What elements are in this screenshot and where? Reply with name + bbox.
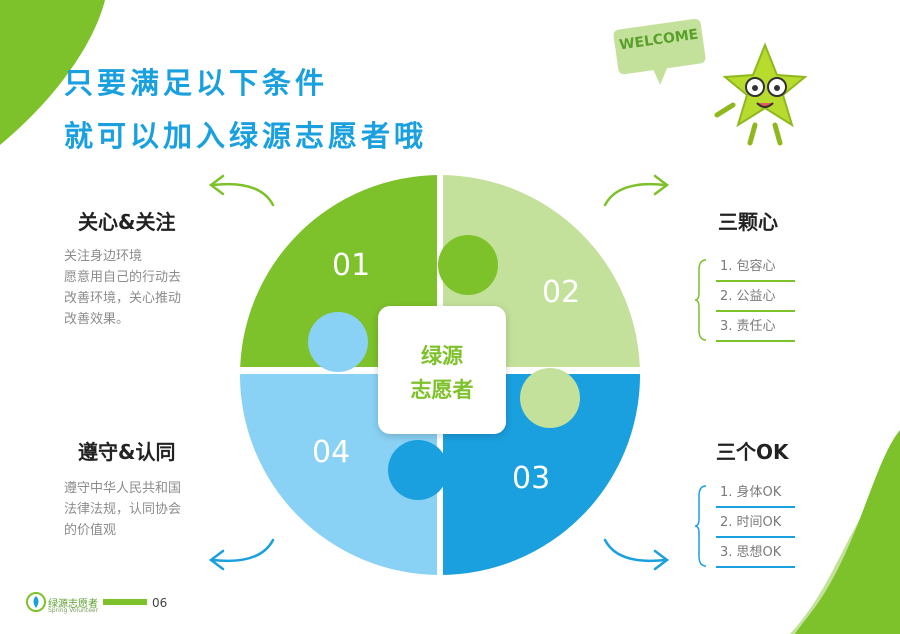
obey-desc-line: 的价值观 — [64, 523, 117, 538]
page-number: 06 — [152, 596, 168, 610]
footer-logo-subtext: Spring Volunteer — [48, 607, 99, 614]
brace-icon — [694, 259, 707, 341]
center-label-box: 绿源 志愿者 — [378, 306, 506, 434]
obey-desc-line: 法律法规，认同协会 — [64, 502, 182, 517]
care-desc-line: 改善效果。 — [64, 312, 130, 327]
care-desc-line: 改善环境，关心推动 — [64, 291, 182, 306]
hearts-item: 2. 公益心 — [716, 283, 795, 312]
ok-item: 3. 思想OK — [716, 539, 795, 568]
arrow-down-left-icon — [208, 538, 275, 571]
puzzle-number-04: 04 — [312, 435, 350, 470]
arrow-up-left-icon — [208, 174, 275, 207]
obey-title: 遵守&认同 — [78, 440, 176, 464]
hearts-item: 1. 包容心 — [716, 253, 795, 282]
puzzle-number-01: 01 — [332, 248, 370, 283]
ok-title: 三个OK — [716, 440, 789, 464]
care-desc-line: 关注身边环境 — [64, 249, 143, 264]
care-title: 关心&关注 — [78, 210, 176, 234]
arrow-down-right-icon — [603, 538, 670, 571]
care-desc-line: 愿意用自己的行动去 — [64, 270, 182, 285]
top-left-corner-decoration — [0, 0, 105, 145]
ok-item: 1. 身体OK — [716, 479, 795, 508]
hearts-item: 3. 责任心 — [716, 313, 795, 342]
puzzle-circle: 01 02 03 04 — [240, 175, 640, 575]
center-label-line-1: 绿源 — [421, 344, 463, 368]
bottom-right-corner-decoration — [790, 430, 900, 634]
center-label-line-2: 志愿者 — [410, 378, 474, 402]
page-title-line-2: 就可以加入绿源志愿者哦 — [64, 119, 428, 153]
logo-icon — [26, 592, 46, 612]
footer-bar — [103, 599, 147, 605]
footer-logo-text: 绿源志愿者 — [48, 599, 98, 610]
puzzle-number-03: 03 — [512, 461, 550, 496]
welcome-mascot-illustration — [611, 16, 808, 146]
arrow-up-right-icon — [603, 174, 670, 207]
obey-desc-line: 遵守中华人民共和国 — [64, 481, 182, 496]
brace-icon — [694, 485, 707, 567]
puzzle-number-02: 02 — [542, 275, 580, 310]
page-title-line-1: 只要满足以下条件 — [64, 66, 329, 100]
hearts-title: 三颗心 — [718, 210, 778, 234]
ok-item: 2. 时间OK — [716, 509, 795, 538]
